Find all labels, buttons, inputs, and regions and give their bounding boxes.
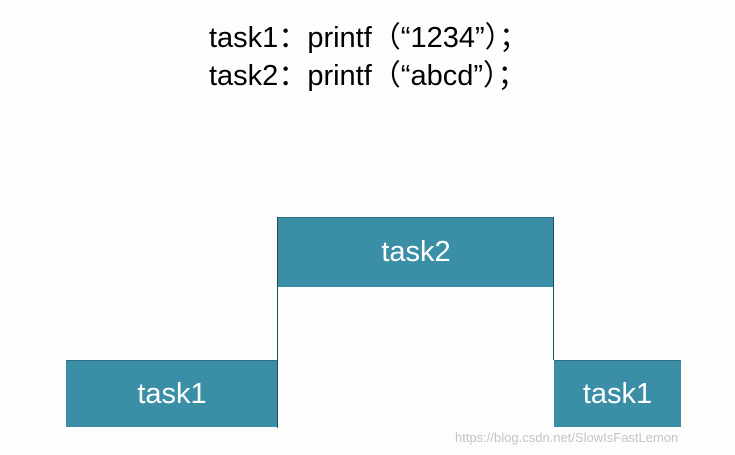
task1-block-second: task1 [554, 360, 681, 427]
task1-block-first: task1 [66, 360, 278, 427]
task2-block: task2 [278, 217, 554, 287]
switch-line-left [277, 217, 278, 428]
task2-block-label: task2 [381, 236, 451, 268]
watermark: https://blog.csdn.net/SlowIsFastLemon [455, 430, 679, 445]
code-line-task2: task2：printf（“abcd”）； [209, 60, 527, 92]
code-line-task1: task1：printf（“1234”）； [209, 22, 529, 54]
task1-block-second-label: task1 [582, 377, 653, 410]
task1-block-first-label: task1 [137, 377, 207, 410]
switch-line-right [553, 217, 554, 360]
